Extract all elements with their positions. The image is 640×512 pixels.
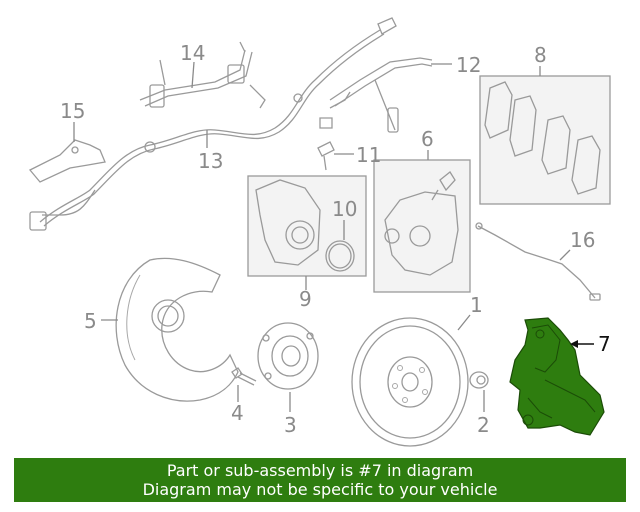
callout-13: 13 [198, 149, 223, 173]
banner-line-2: Diagram may not be specific to your vehi… [142, 480, 498, 499]
callout-11: 11 [356, 143, 381, 167]
parts-diagram: 14 15 13 12 11 8 6 10 9 16 5 1 7 4 3 2 [28, 17, 611, 447]
brake-rotor-1 [351, 317, 469, 447]
callout-7: 7 [598, 332, 611, 356]
bolt-4 [231, 367, 257, 386]
caliper-box-6 [373, 159, 471, 293]
callout-14: 14 [180, 41, 205, 65]
callout-4: 4 [231, 401, 244, 425]
bracket-15 [28, 139, 106, 183]
callout-labels: 14 15 13 12 11 8 6 10 9 16 5 1 7 4 3 2 [60, 41, 611, 437]
dust-shield-5 [115, 257, 239, 402]
callout-12: 12 [456, 53, 481, 77]
callout-10: 10 [332, 197, 357, 221]
caliper-box-9 [247, 175, 367, 277]
wire-harness-13 [29, 17, 397, 231]
callout-6: 6 [421, 127, 434, 151]
wheel-hub-3 [257, 322, 319, 390]
sensor-11 [317, 141, 335, 171]
brake-line-16 [475, 222, 601, 301]
callout-16: 16 [570, 228, 595, 252]
banner-line-1: Part or sub-assembly is #7 in diagram [166, 461, 474, 480]
callout-15: 15 [60, 99, 85, 123]
callout-5: 5 [84, 309, 97, 333]
callout-1: 1 [470, 293, 483, 317]
callout-3: 3 [284, 413, 297, 437]
sensor-wire-14 [139, 41, 266, 109]
brake-pads-box-8 [479, 75, 611, 205]
info-banner: Part or sub-assembly is #7 in diagram Di… [14, 458, 626, 502]
callout-2: 2 [477, 413, 490, 437]
callout-9: 9 [299, 287, 312, 311]
caliper-bracket-7-highlighted [509, 317, 605, 436]
callout-8: 8 [534, 43, 547, 67]
leader-lines [73, 61, 594, 412]
sensor-wire-12 [329, 57, 433, 133]
sensor-plug [319, 117, 333, 129]
screw-2 [469, 371, 489, 389]
